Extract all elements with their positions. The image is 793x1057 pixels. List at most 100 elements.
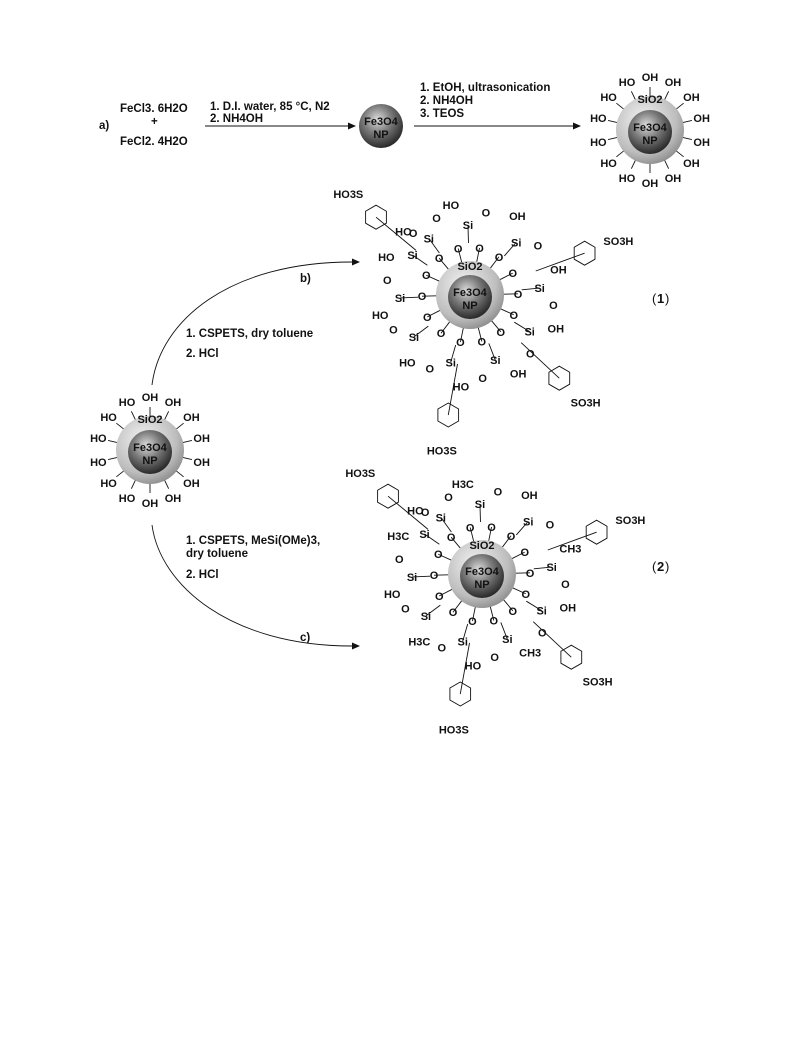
hydroxyl-group: HO [600, 158, 617, 170]
hydroxyl-group: HO [90, 457, 107, 469]
hydroxyl-group: OH [683, 92, 700, 104]
hydroxyl-group: HO [590, 137, 607, 149]
route-b-step-2: 2. HCl [186, 348, 219, 360]
surface-oxygen: O [487, 522, 496, 534]
silicon-atom: Si [395, 293, 405, 305]
hydroxyl-group: HO [100, 478, 117, 490]
bridging-oxygen: O [401, 603, 410, 615]
surface-oxygen: O [437, 328, 446, 340]
silicon-atom: Si [407, 250, 417, 262]
arrow-head [348, 122, 356, 130]
surface-bond [439, 588, 453, 597]
surface-bond [502, 599, 514, 612]
bridging-oxygen: O [421, 507, 430, 519]
hydroxyl-group: HO [100, 412, 117, 424]
arrow2-condition-2: 2. NH4OH [420, 95, 473, 107]
surface-oxygen: O [509, 310, 518, 322]
surface-oxygen: O [497, 327, 506, 339]
surface-oxygen: O [520, 547, 529, 559]
benzene-ring [365, 204, 387, 230]
hydroxyl-bond [130, 479, 137, 489]
surface-bond [511, 587, 526, 595]
core-label-np: NP [462, 300, 477, 312]
sulfonic-acid-group: SO3H [615, 515, 645, 527]
silicon-atom: Si [534, 283, 544, 295]
surface-bond [426, 274, 441, 282]
silicon-atom: Si [409, 332, 419, 344]
hydroxyl-group: OH [683, 158, 700, 170]
core-label-np: NP [474, 579, 489, 591]
arrow-head [352, 642, 360, 650]
ethyl-linker [451, 363, 458, 394]
product-1-number: 1 [657, 291, 664, 306]
bridging-oxygen: O [538, 627, 547, 639]
arrow1-condition-2: 2. NH4OH [210, 113, 263, 125]
core-label-fe3o4: Fe3O4 [633, 122, 668, 134]
ethyl-linker [392, 230, 417, 251]
hydroxyl-group: HO [465, 661, 482, 673]
surface-bond [438, 553, 453, 561]
hydroxyl-bond [675, 102, 684, 110]
sulfonic-acid-group: SO3H [603, 236, 633, 248]
surface-oxygen: O [422, 270, 431, 282]
silicon-atom: Si [536, 606, 546, 618]
methyl-group: H3C [452, 479, 474, 491]
hydroxyl-bond [182, 439, 193, 444]
product-2-open-paren: ( [652, 559, 657, 574]
shell-label-sio2: SiO2 [469, 540, 494, 552]
product-1-close-paren: ) [665, 291, 669, 306]
product-2-structure: SiO2 Fe3O4 NP OOOOOOOOOOOOOOSiOHOSiOH3CS… [345, 468, 645, 736]
hydroxyl-bond [675, 150, 684, 158]
surface-bond [450, 536, 462, 549]
curved-arrow-c [151, 524, 353, 647]
siloxane-bond [515, 521, 529, 536]
surface-oxygen: O [423, 312, 432, 324]
siloxane-bond [428, 238, 440, 254]
reactant-fecl3: FeCl3. 6H2O [120, 103, 188, 115]
core-label-np: NP [142, 455, 157, 467]
surface-bond [489, 605, 495, 621]
surface-oxygen: O [418, 291, 427, 303]
hydroxyl-group: HO [590, 113, 607, 125]
hydroxyl-group: HO [619, 173, 636, 185]
reactant-fecl2: FeCl2. 4H2O [120, 136, 188, 148]
surface-oxygen: O [521, 589, 530, 601]
hydroxyl-group: HO [119, 397, 136, 409]
bridging-oxygen: O [389, 324, 398, 336]
hydroxyl-bond [175, 422, 184, 430]
hydroxyl-group: HO [443, 200, 460, 212]
siloxane-bond [440, 517, 452, 533]
surface-bond [499, 308, 514, 316]
shell-label-sio2: SiO2 [137, 414, 162, 426]
arrow-head [573, 122, 581, 130]
hydroxyl-bond [182, 456, 193, 461]
benzene-ring [377, 483, 399, 509]
hydroxyl-group: OH [665, 173, 682, 185]
bridging-oxygen: O [426, 364, 435, 376]
siloxane-bond [521, 287, 540, 291]
bridging-oxygen: O [482, 208, 491, 220]
core-label-fe3o4: Fe3O4 [453, 287, 488, 299]
arrow1-condition-1: 1. D.I. water, 85 °C, N2 [210, 101, 330, 113]
siloxane-bond [400, 296, 419, 299]
hydroxyl-group: HO [619, 77, 636, 89]
hydroxyl-bond [663, 159, 670, 169]
silicon-atom: Si [502, 634, 512, 646]
silicon-atom: Si [490, 355, 500, 367]
silicon-atom: Si [546, 562, 556, 574]
product-2-close-paren: ) [665, 559, 669, 574]
siloxane-bond [526, 600, 542, 611]
surface-oxygen: O [435, 253, 444, 265]
hydroxyl-group: OH [642, 178, 659, 190]
siloxane-bond [462, 623, 469, 642]
surface-bond [499, 272, 513, 281]
surface-bond [440, 321, 451, 334]
surface-oxygen: O [430, 570, 439, 582]
siloxane-bond [413, 325, 429, 338]
surface-oxygen: O [466, 522, 475, 534]
hydroxyl-group: HO [372, 310, 389, 322]
hydroxyl-group: OH [560, 602, 577, 614]
hydroxyl-group: OH [142, 392, 159, 404]
surface-oxygen: O [434, 549, 443, 561]
